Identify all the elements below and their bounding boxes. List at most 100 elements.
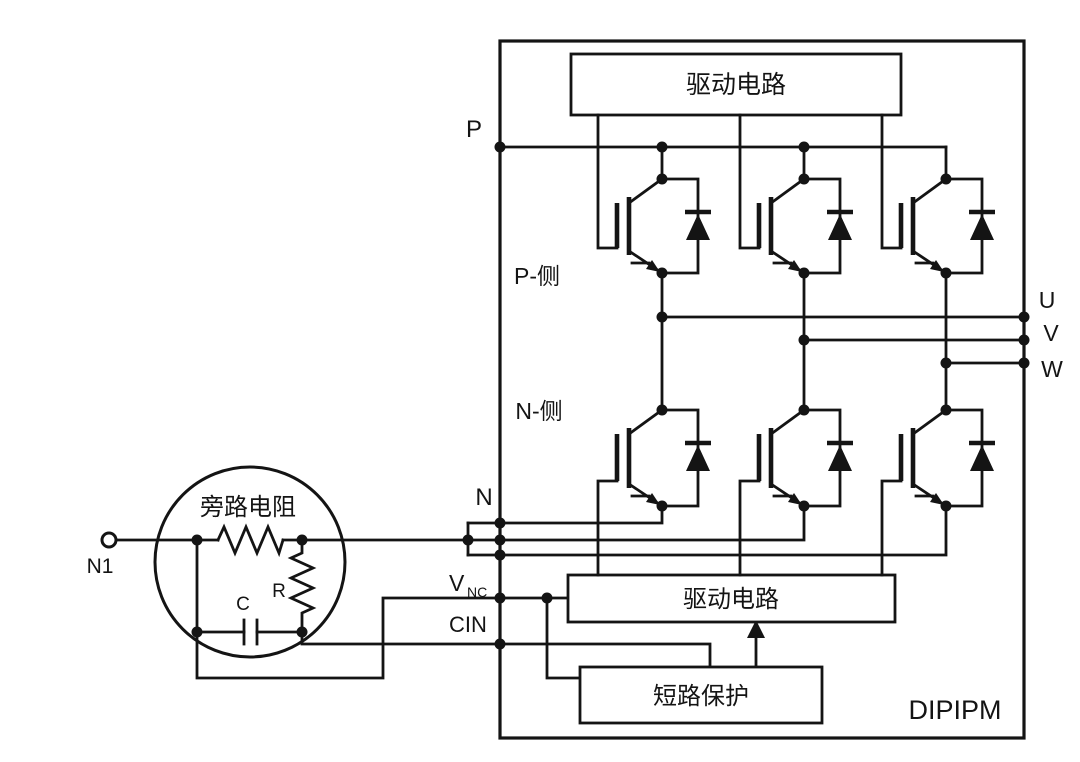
igbt-pside-u bbox=[614, 177, 711, 275]
igbt-emitter-arrow bbox=[646, 493, 660, 505]
top-driver-box bbox=[569, 52, 903, 117]
junction-dot bbox=[656, 173, 668, 185]
n-emitter-return bbox=[466, 504, 664, 525]
junction-dot bbox=[494, 534, 506, 546]
n-gate-drop bbox=[880, 479, 903, 577]
junction-dot bbox=[191, 626, 203, 638]
diode-triangle bbox=[828, 214, 852, 240]
junction-dot bbox=[798, 500, 810, 512]
igbt-collector-lead bbox=[627, 177, 664, 205]
igbt-emitter-arrow bbox=[930, 260, 944, 272]
junction-dot bbox=[656, 404, 668, 416]
u-terminal-label: U bbox=[1039, 287, 1056, 313]
diode-triangle bbox=[828, 445, 852, 471]
p-side-label: P-侧 bbox=[514, 263, 560, 289]
bottom-driver-label: 驱动电路 bbox=[683, 586, 779, 613]
junction-dot bbox=[656, 311, 668, 323]
junction-dot bbox=[798, 334, 810, 346]
igbt-nside-v bbox=[756, 408, 853, 508]
igbt-emitter-arrow bbox=[646, 260, 660, 272]
n-gate-drop bbox=[738, 479, 761, 577]
igbt-collector-lead bbox=[627, 408, 664, 436]
igbt-nside-w bbox=[898, 408, 995, 508]
n1-terminal-label: N1 bbox=[87, 555, 114, 578]
top-driver-label: 驱动电路 bbox=[686, 71, 786, 99]
w-terminal-label: W bbox=[1041, 356, 1063, 382]
shunt-resistor-label: 旁路电阻 bbox=[200, 494, 296, 521]
igbt-emitter-arrow bbox=[930, 493, 944, 505]
capacitor-c-label: C bbox=[236, 594, 250, 615]
junction-dot bbox=[798, 173, 810, 185]
igbt-nside-u bbox=[614, 408, 711, 508]
junction-dot bbox=[462, 534, 474, 546]
diode-triangle bbox=[686, 214, 710, 240]
junction-dot bbox=[296, 534, 308, 546]
protection-arrow-head bbox=[747, 620, 765, 638]
vnc-to-protection-wire bbox=[545, 596, 582, 680]
igbt-collector-lead bbox=[769, 177, 806, 205]
p-gate-drop bbox=[738, 113, 761, 250]
junction-dot bbox=[656, 500, 668, 512]
igbt-pside-w bbox=[898, 177, 995, 275]
igbt-collector-lead bbox=[911, 408, 948, 436]
shunt-resistor-circle bbox=[153, 465, 347, 659]
n1-terminal-circle bbox=[100, 531, 118, 549]
igbt-emitter-arrow bbox=[788, 493, 802, 505]
short-circuit-protection-label: 短路保护 bbox=[653, 683, 749, 710]
junction-dot bbox=[296, 626, 308, 638]
diode-triangle bbox=[970, 214, 994, 240]
vnc-terminal-label: V bbox=[449, 570, 465, 596]
n-gate-drop bbox=[596, 479, 619, 577]
short-circuit-protection-box bbox=[578, 665, 824, 725]
junction-dot bbox=[798, 404, 810, 416]
v-terminal-label: V bbox=[1043, 320, 1059, 346]
p-gate-drop bbox=[880, 113, 903, 250]
junction-dot bbox=[541, 592, 553, 604]
dipipm-module-outline bbox=[498, 39, 1026, 740]
labels: P N N1 U V W V NC CIN P-侧 N-侧 驱动电路 驱动电路 … bbox=[87, 71, 1064, 725]
p-terminal-label: P bbox=[466, 116, 482, 143]
p-gate-drop bbox=[596, 113, 619, 250]
junction-dot bbox=[494, 549, 506, 561]
n-side-label: N-侧 bbox=[515, 398, 562, 424]
junction-dot bbox=[494, 638, 506, 650]
shunt-resistor-zigzag bbox=[216, 523, 285, 558]
vnc-ground-wire bbox=[195, 596, 570, 680]
n-emitter-return bbox=[466, 504, 948, 557]
junction-dot bbox=[1018, 311, 1030, 323]
resistor-r-label: R bbox=[272, 581, 286, 602]
junction-dot bbox=[798, 267, 810, 279]
junction-dot bbox=[494, 141, 506, 153]
junction-dot bbox=[940, 404, 952, 416]
junction-dot bbox=[940, 267, 952, 279]
junction-dot bbox=[656, 141, 668, 153]
cin-sense-wire bbox=[300, 630, 712, 669]
filter-resistor-r bbox=[287, 538, 317, 634]
dipipm-module-label: DIPIPM bbox=[908, 695, 1001, 725]
junction-dot bbox=[494, 517, 506, 529]
bottom-driver-box bbox=[566, 573, 897, 624]
junction-dot bbox=[494, 592, 506, 604]
junction-dot bbox=[940, 173, 952, 185]
n-emitter-return bbox=[466, 504, 806, 542]
igbt-collector-lead bbox=[769, 408, 806, 436]
cin-terminal-label: CIN bbox=[449, 612, 487, 637]
diode-triangle bbox=[686, 445, 710, 471]
junction-dot bbox=[798, 141, 810, 153]
n-terminal-label: N bbox=[475, 484, 492, 511]
igbt-emitter-arrow bbox=[788, 260, 802, 272]
junction-dot bbox=[1018, 334, 1030, 346]
junction-dot bbox=[940, 500, 952, 512]
phase-leg-u bbox=[466, 113, 711, 577]
igbt-collector-lead bbox=[911, 177, 948, 205]
junction-dot bbox=[940, 357, 952, 369]
junction-dots bbox=[191, 141, 1030, 650]
junction-dot bbox=[656, 267, 668, 279]
igbt-pside-v bbox=[756, 177, 853, 275]
diode-triangle bbox=[970, 445, 994, 471]
vnc-terminal-subscript: NC bbox=[467, 584, 487, 600]
junction-dot bbox=[1018, 357, 1030, 369]
